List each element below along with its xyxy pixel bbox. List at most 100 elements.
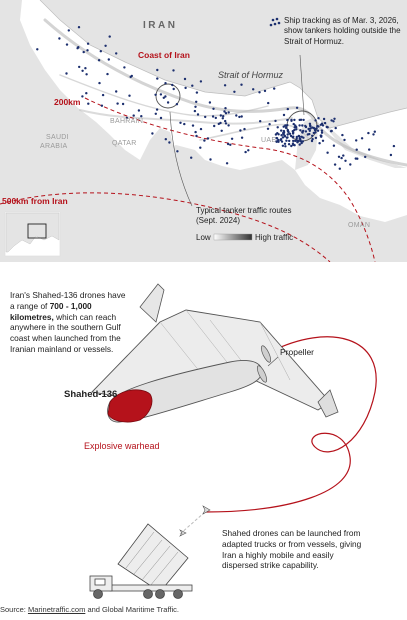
ship-dot xyxy=(311,137,314,141)
ship-dot xyxy=(306,133,309,136)
ship-dot xyxy=(298,137,301,140)
ship-dot xyxy=(214,116,217,120)
drone-top-fin xyxy=(139,283,165,323)
ship-dot xyxy=(85,92,88,95)
ship-dot xyxy=(193,109,197,113)
source-link[interactable]: Marinetraffic.com xyxy=(27,605,86,614)
ship-dot xyxy=(65,72,68,75)
ship-dot xyxy=(308,122,312,126)
ship-dot xyxy=(311,126,314,129)
ship-dot xyxy=(225,162,229,165)
ship-dot xyxy=(240,136,244,139)
ship-dot xyxy=(99,50,103,53)
ship-dot xyxy=(322,117,326,121)
ship-dot xyxy=(199,80,203,83)
ship-dot xyxy=(291,132,295,135)
ship-dot xyxy=(286,136,289,139)
drone-propeller xyxy=(256,345,272,383)
ship-dot xyxy=(326,151,329,154)
ship-dot xyxy=(316,129,320,132)
ship-dot xyxy=(154,112,157,116)
qatar-label: QATAR xyxy=(112,140,137,147)
truck-wheel xyxy=(143,589,153,599)
ship-dot xyxy=(137,109,141,112)
ship-dot xyxy=(191,124,195,127)
ship-dot xyxy=(130,74,133,78)
panel-line xyxy=(259,321,291,381)
range-500km-label: 500km from Iran xyxy=(2,196,68,206)
ship-dot xyxy=(311,134,314,137)
ship-dot xyxy=(277,138,280,142)
ship-dot xyxy=(297,134,300,138)
ship-dot xyxy=(184,86,187,90)
ship-dot xyxy=(204,115,207,119)
ship-dot xyxy=(290,144,293,148)
rack-tube xyxy=(141,545,171,581)
rack-tubes xyxy=(125,531,179,587)
ship-dot xyxy=(286,107,289,111)
truck-wheel xyxy=(173,589,183,599)
inset-highlight-box xyxy=(27,223,47,239)
ship-dot xyxy=(104,44,107,47)
ship-dot xyxy=(195,134,198,138)
ship-dot xyxy=(329,130,333,133)
ship-legend-dot xyxy=(277,21,281,25)
panel-line xyxy=(185,309,231,367)
saudi-label-line2: ARABIA xyxy=(40,143,68,150)
ship-dot xyxy=(282,113,286,117)
tanker-route-main xyxy=(43,18,407,167)
ship-dot xyxy=(97,59,101,62)
ship-dot xyxy=(283,142,287,145)
ship-dot xyxy=(179,121,182,125)
small-drones xyxy=(179,505,211,537)
qatar-peninsula xyxy=(140,128,174,165)
ship-dot xyxy=(208,101,212,104)
ship-dot xyxy=(78,65,81,69)
ship-dot xyxy=(81,69,84,73)
ship-legend-dot xyxy=(275,17,279,21)
ship-dot xyxy=(199,127,203,131)
ship-dot xyxy=(195,91,199,94)
ship-dot xyxy=(288,139,291,143)
ship-dot xyxy=(132,114,135,117)
ship-dot xyxy=(164,138,167,141)
small-drone-2 xyxy=(179,529,187,537)
ship-dot xyxy=(320,129,324,132)
ship-dot xyxy=(219,121,222,125)
rack-tube xyxy=(149,551,179,587)
ship-dot xyxy=(309,127,312,130)
ship-dot xyxy=(317,117,320,120)
ship-dot xyxy=(280,134,283,137)
warhead-label: Explosive warhead xyxy=(84,441,160,451)
ship-dot xyxy=(274,119,277,123)
range-200km-line xyxy=(84,97,376,262)
ship-dot xyxy=(226,142,230,146)
bahrain-label: BAHRAIN xyxy=(110,118,144,125)
ship-dot xyxy=(247,149,250,152)
ship-dot xyxy=(295,137,298,140)
ship-dots xyxy=(36,26,396,170)
ship-dot xyxy=(341,133,344,137)
ship-dot xyxy=(292,122,295,126)
ship-dot xyxy=(275,140,278,143)
drone-warhead xyxy=(107,389,153,423)
hormuz-map xyxy=(0,0,407,262)
ship-dot xyxy=(213,124,216,128)
rack-tube xyxy=(133,539,163,575)
ship-dot xyxy=(355,139,358,142)
propeller-leader xyxy=(267,356,279,367)
ship-dot xyxy=(333,163,337,166)
ship-dot xyxy=(342,154,345,157)
legend-high-label: High traffic xyxy=(255,233,294,242)
ship-dot xyxy=(263,89,267,93)
ship-dot xyxy=(191,84,194,87)
propeller-blade-bottom xyxy=(256,365,268,383)
ship-dot xyxy=(84,67,87,70)
ship-dot xyxy=(175,103,179,106)
ship-dot xyxy=(115,52,118,55)
ship-dot xyxy=(98,81,101,85)
tanker-route-west xyxy=(59,74,269,117)
strait-of-hormuz-label: Strait of Hormuz xyxy=(218,70,284,80)
ship-dot xyxy=(315,127,318,130)
